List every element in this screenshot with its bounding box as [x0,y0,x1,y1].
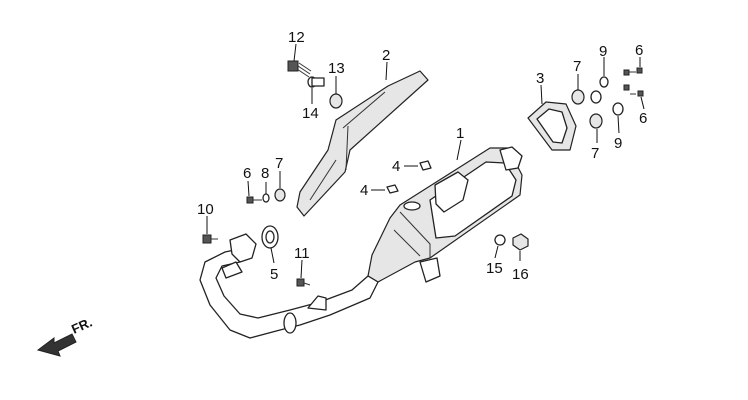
callout-3: 3 [536,70,544,87]
bolt-12 [287,60,312,78]
callout-14: 14 [302,105,319,122]
callout-5: 5 [270,266,278,283]
callout-4-upper: 4 [392,158,400,175]
callout-9-top: 9 [599,43,607,60]
heat-shield-upper [296,70,429,217]
callout-11: 11 [294,245,310,262]
bolt-6-left [246,196,262,204]
screw-9-right [623,84,630,91]
muffler-end-cover [527,101,577,151]
callout-1: 1 [456,125,464,142]
rubber-grommet-7-bottom [589,113,603,129]
callout-6-left: 6 [243,165,251,182]
callout-12: 12 [288,29,305,46]
flange-nut-16 [512,233,529,251]
clip-nut-4-lower [386,184,399,194]
screw-6-right [630,90,644,97]
callout-6-right: 6 [639,110,647,127]
washer-15 [494,234,506,246]
callout-7-left: 7 [275,155,283,172]
callout-9-bottom: 9 [614,135,622,152]
collar-9-top [590,90,602,104]
front-direction-indicator: FR. [36,315,94,357]
collar-9-right [599,76,609,88]
screw-6-top-a [623,69,636,76]
screw-6-top-b [636,67,643,74]
exhaust-pipe [199,233,379,339]
clip-nut-4-upper [419,160,432,171]
callout-10: 10 [197,201,214,218]
collar-8 [262,193,270,203]
callout-4-lower: 4 [360,182,368,199]
rubber-grommet-13 [329,93,343,109]
front-arrow-icon [36,333,77,357]
bolt-10 [202,234,218,244]
callout-7-bottom: 7 [591,145,599,162]
callout-16: 16 [512,266,529,283]
callout-15: 15 [486,260,503,277]
callout-13: 13 [328,60,345,77]
callout-7-top: 7 [573,58,581,75]
callout-2: 2 [382,47,390,64]
rubber-grommet-7-left [274,188,286,202]
callout-6-top: 6 [635,42,643,59]
collar-9-bottom [612,102,624,116]
bolt-11 [296,278,311,287]
leader-lines [206,43,645,279]
collar-14 [307,76,325,88]
muffler-body [367,146,523,283]
exhaust-gasket [261,225,279,249]
callout-8: 8 [261,165,269,182]
rubber-grommet-7-top [571,89,585,105]
front-label: FR. [69,315,94,337]
